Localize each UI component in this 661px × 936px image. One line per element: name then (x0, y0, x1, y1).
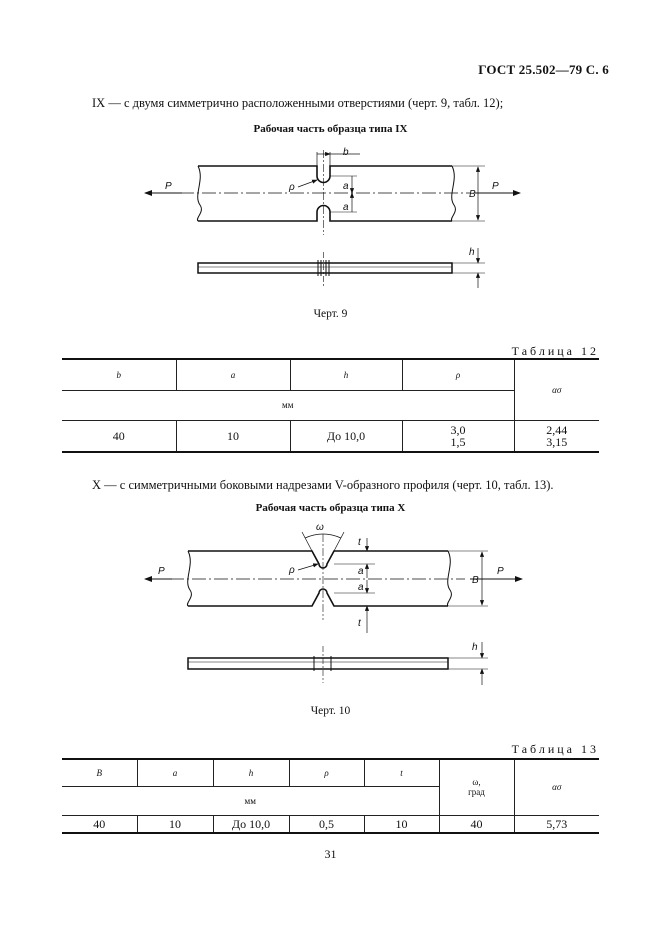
fig9-label-p-right: P (492, 181, 499, 192)
table-13-header-omega: ω, град (438, 758, 515, 816)
fig10-label-h: h (472, 642, 478, 653)
table-12-label: Таблица 12 (511, 344, 599, 358)
table-12-header-rho: ρ (401, 358, 515, 391)
fig10-label-p-right: P (497, 566, 504, 577)
table-13-cell-b: 40 (62, 814, 138, 834)
table-13-cell-a: 10 (136, 814, 214, 834)
table-13-header-b: B (62, 758, 138, 787)
table-13-cell-t: 10 (363, 814, 440, 834)
fig9-label-h: h (469, 247, 475, 258)
table-12-cell-alpha: 2,44 3,15 (513, 419, 599, 453)
table-12-header-h: h (289, 358, 403, 391)
table-13-cell-omega: 40 (438, 814, 515, 834)
figure-10-drawing: P P ρ ω t a a t B h (144, 522, 523, 685)
table-13-cell-h: До 10,0 (212, 814, 290, 834)
table-12-cell-rho: 3,0 1,5 (401, 419, 515, 453)
fig10-label-a1: a (358, 566, 364, 577)
fig9-label-a1: a (343, 181, 349, 192)
table-12-unit: мм (62, 389, 515, 421)
fig10-label-a2: a (358, 582, 364, 593)
fig10-label-omega: ω (316, 522, 324, 533)
figure-10-title: Рабочая часть образца типа X (255, 502, 406, 514)
table-12-cell-b: 40 (62, 419, 177, 453)
table-13-header-a: a (136, 758, 214, 787)
fig9-label-a2: a (343, 202, 349, 213)
fig10-label-b-width: B (472, 575, 479, 586)
table-12-header-alpha: ασ (513, 358, 599, 421)
fig9-label-p-left: P (165, 181, 172, 192)
table-13-header-h: h (212, 758, 290, 787)
figure-10-caption: Черт. 10 (310, 705, 351, 717)
table-13-cell-alpha: 5,73 (513, 814, 599, 834)
table-13-unit: мм (62, 785, 440, 816)
page-header: ГОСТ 25.502—79 С. 6 (478, 62, 609, 77)
section-ix-text: IX — с двумя симметрично расположенными … (92, 96, 504, 110)
fig9-label-b: b (343, 147, 349, 158)
table-12-cell-a: 10 (175, 419, 291, 453)
fig9-label-rho: ρ (288, 182, 295, 193)
fig9-label-b-width: B (469, 189, 476, 200)
table-12-header-a: a (175, 358, 291, 391)
table-12-header-b: b (62, 358, 177, 391)
table-13: B a h ρ t ω, град ασ мм 40 10 До 10,0 0,… (62, 758, 599, 834)
figure-9-drawing: P P ρ b a a B h (144, 147, 521, 288)
page-number: 31 (324, 847, 337, 861)
fig10-label-t2: t (358, 618, 362, 629)
table-13-cell-rho: 0,5 (288, 814, 365, 834)
figure-9-caption: Черт. 9 (313, 308, 348, 320)
table-13-header-rho: ρ (288, 758, 365, 787)
table-12-cell-h: До 10,0 (289, 419, 403, 453)
figure-9-title: Рабочая часть образца типа IX (253, 123, 408, 135)
table-12: b a h ρ ασ мм 40 10 До 10,0 3,0 1,5 2,44… (62, 358, 599, 453)
table-13-header-alpha: ασ (513, 758, 599, 816)
table-13-header-t: t (363, 758, 440, 787)
fig10-label-p-left: P (158, 566, 165, 577)
fig10-label-rho: ρ (288, 565, 295, 576)
fig10-label-t1: t (358, 537, 362, 548)
section-x-text: X — с симметричными боковыми надрезами V… (92, 478, 554, 492)
table-13-label: Таблица 13 (511, 742, 599, 756)
